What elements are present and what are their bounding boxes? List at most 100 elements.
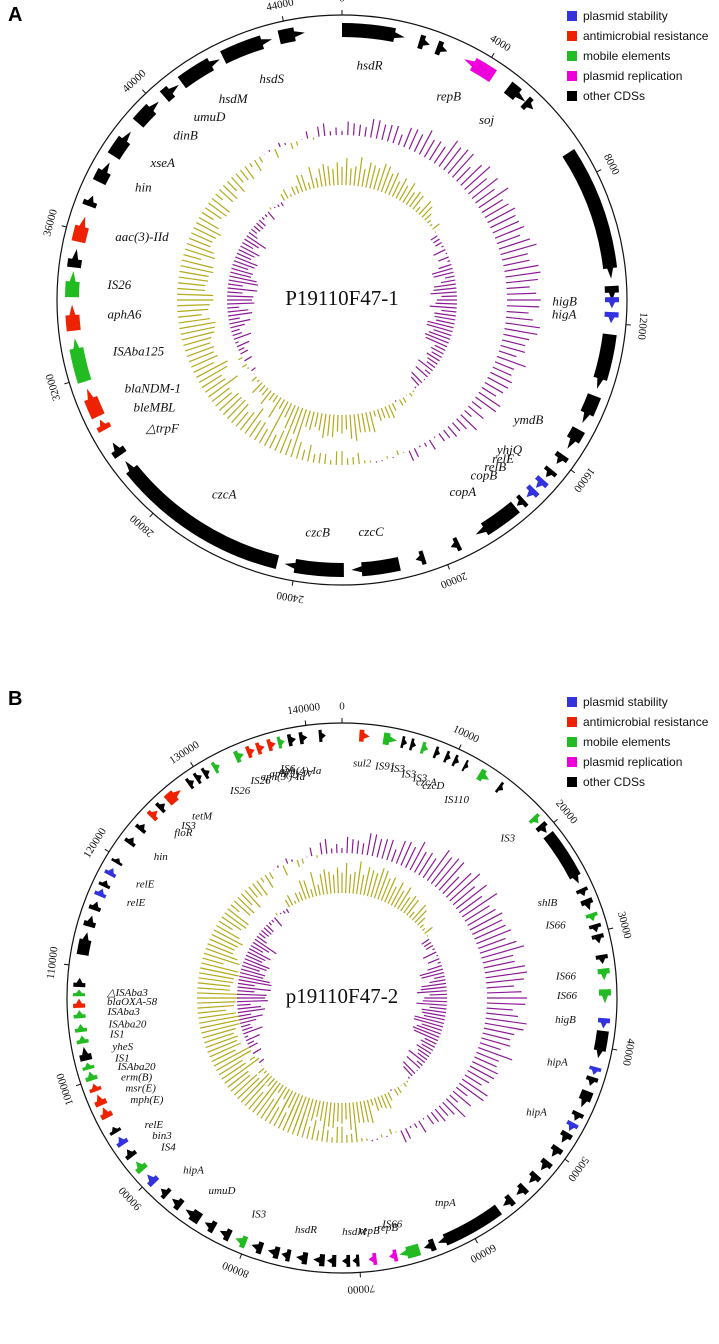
gc-content-bar bbox=[358, 157, 362, 186]
gc-content-bar bbox=[413, 391, 414, 392]
gc-content-bar bbox=[417, 1070, 418, 1071]
gc-skew-bar bbox=[462, 894, 497, 917]
gc-content-bar bbox=[337, 868, 338, 893]
gene-arrow-other-cds bbox=[82, 196, 97, 209]
legend-swatch bbox=[567, 717, 577, 727]
gc-skew-bar bbox=[486, 972, 528, 978]
gene-arrow-other-cds bbox=[185, 778, 194, 790]
gc-skew-bar bbox=[486, 979, 524, 983]
gc-skew-bar bbox=[278, 143, 280, 147]
gc-content-bar bbox=[318, 885, 320, 896]
gc-content-bar bbox=[239, 250, 255, 258]
gc-skew-bar bbox=[292, 859, 293, 861]
gc-content-bar bbox=[238, 1007, 261, 1009]
tick-label: 32000 bbox=[44, 372, 64, 402]
gc-content-bar bbox=[378, 409, 382, 421]
legend-swatch bbox=[567, 31, 577, 41]
gc-skew-bar bbox=[453, 1091, 471, 1106]
gc-skew-bar bbox=[257, 881, 268, 896]
gc-skew-bar bbox=[465, 410, 472, 416]
gc-skew-bar bbox=[209, 203, 227, 216]
gene-arrow-other-cds bbox=[160, 85, 179, 102]
gc-skew-bar bbox=[484, 1028, 514, 1034]
gene-arrow-other-cds bbox=[135, 824, 147, 835]
gc-content-bar bbox=[269, 922, 271, 925]
gc-content-bar bbox=[319, 413, 322, 430]
tick-label: 0 bbox=[339, 701, 345, 713]
gc-content-bar bbox=[281, 202, 283, 205]
gene-arrow-other-cds bbox=[516, 1183, 529, 1195]
gc-skew-bar bbox=[371, 119, 374, 138]
gc-content-bar bbox=[283, 911, 285, 914]
gc-skew-bar bbox=[376, 120, 380, 138]
tick-mark bbox=[459, 745, 461, 750]
gene-arrow-other-cds bbox=[504, 82, 525, 102]
gc-content-bar bbox=[424, 379, 425, 380]
gc-skew-bar bbox=[410, 842, 425, 870]
legend-label: plasmid stability bbox=[583, 695, 668, 709]
gc-content-bar bbox=[237, 991, 254, 992]
gene-arrow-mobile-elements bbox=[135, 1161, 148, 1174]
gene-label: IS1 bbox=[109, 1029, 125, 1041]
gc-content-bar bbox=[239, 976, 269, 982]
gc-content-bar bbox=[346, 158, 347, 185]
gc-content-bar bbox=[434, 976, 445, 978]
gene-arrow-antimicrobial-resistance bbox=[89, 1084, 102, 1094]
gc-skew-bar bbox=[381, 1135, 382, 1138]
gc-content-bar bbox=[254, 226, 260, 231]
gc-content-bar bbox=[436, 320, 454, 324]
gene-label: erm(B) bbox=[121, 1071, 152, 1083]
gc-content-bar bbox=[292, 187, 296, 195]
gc-skew-bar bbox=[319, 453, 320, 463]
gc-skew-bar bbox=[255, 422, 266, 440]
gc-skew-bar bbox=[270, 1107, 280, 1123]
gene-label: IS66 bbox=[544, 919, 566, 931]
legend-label: mobile elements bbox=[583, 735, 670, 749]
gc-content-bar bbox=[370, 412, 375, 433]
gene-arrow-mobile-elements bbox=[382, 732, 397, 745]
gc-content-bar bbox=[395, 400, 396, 401]
gc-skew-bar bbox=[423, 1118, 424, 1119]
gc-skew-bar bbox=[180, 271, 209, 276]
gc-content-bar bbox=[241, 1024, 250, 1027]
gc-skew-bar bbox=[250, 163, 253, 167]
legend-swatch bbox=[567, 737, 577, 747]
gc-skew-bar bbox=[216, 194, 223, 200]
gene-arrow-other-cds bbox=[551, 1144, 564, 1157]
gene-arrow-other-cds bbox=[108, 132, 131, 160]
gene-label: IS6 bbox=[279, 763, 295, 775]
gc-content-bar bbox=[435, 243, 441, 247]
gc-content-bar bbox=[350, 168, 351, 185]
gc-content-bar bbox=[421, 987, 447, 990]
gc-skew-bar bbox=[197, 993, 240, 994]
gc-skew-bar bbox=[476, 930, 510, 944]
gc-skew-bar bbox=[392, 849, 396, 861]
gc-content-bar bbox=[255, 939, 276, 953]
gc-content-bar bbox=[354, 166, 356, 185]
gc-content-bar bbox=[290, 407, 299, 429]
gc-skew-bar bbox=[202, 375, 222, 387]
gc-content-bar bbox=[320, 874, 324, 894]
gc-content-bar bbox=[442, 296, 457, 297]
gc-skew-bar bbox=[277, 866, 278, 868]
gc-skew-bar bbox=[461, 415, 477, 430]
gc-skew-bar bbox=[484, 961, 515, 968]
gene-arrow-mobile-elements bbox=[85, 1072, 98, 1083]
gc-skew-bar bbox=[187, 244, 214, 254]
gc-skew-bar bbox=[450, 1095, 458, 1102]
gc-content-bar bbox=[285, 900, 289, 907]
gene-arrow-plasmid-replication bbox=[369, 1253, 378, 1265]
gc-skew-bar bbox=[359, 125, 360, 136]
legend-swatch bbox=[567, 777, 577, 787]
gene-label: IS1 bbox=[114, 1052, 130, 1064]
tick-mark bbox=[565, 1159, 569, 1162]
gc-content-bar bbox=[244, 356, 251, 360]
gene-arrow-mobile-elements bbox=[276, 736, 284, 748]
gc-skew-bar bbox=[501, 244, 537, 254]
tick-mark bbox=[240, 1254, 242, 1259]
gc-content-bar bbox=[417, 991, 447, 993]
tick-mark bbox=[191, 762, 194, 766]
gc-content-bar bbox=[238, 358, 242, 360]
gene-arrow-other-cds bbox=[416, 550, 427, 565]
gene-arrow-other-cds bbox=[77, 932, 92, 956]
